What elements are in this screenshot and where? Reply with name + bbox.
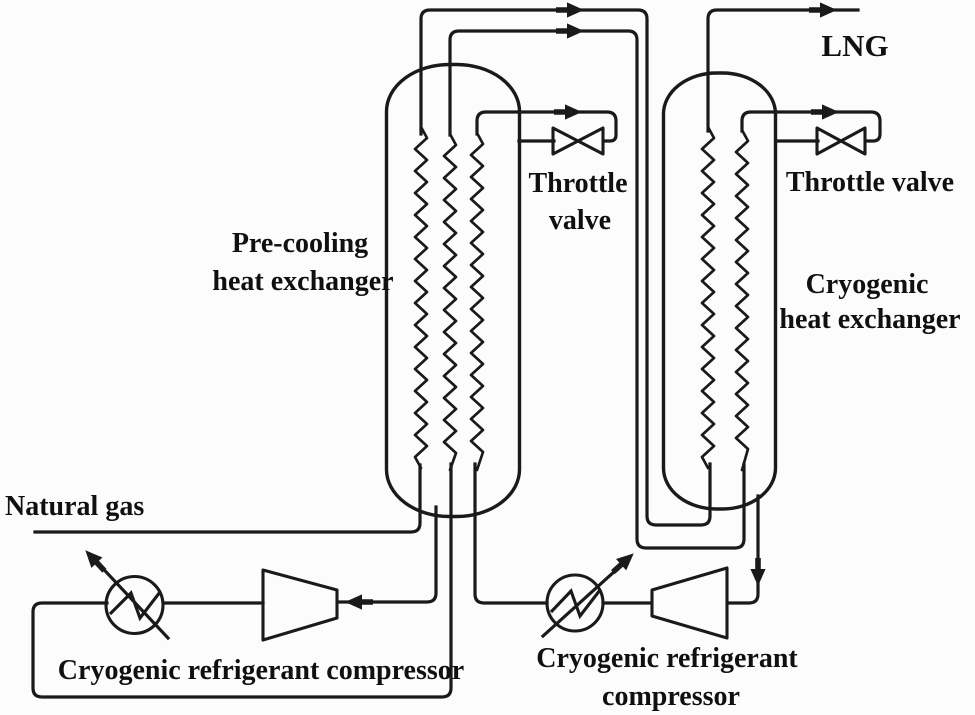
overhead-flow-arrow-icon [556, 2, 584, 18]
compressor-left [261, 568, 339, 642]
shell-to-compressor-left-line [338, 505, 438, 604]
shell-to-compressor-right-line [726, 494, 760, 605]
compressor-right-label-line2: compressor [602, 681, 740, 712]
coil-refrigerant-right [469, 131, 485, 472]
compressor-right [650, 566, 729, 640]
natural-gas-inlet-line [33, 463, 422, 534]
cooler-circle [545, 573, 605, 633]
cryogenic-heat-exchanger-vessel [661, 71, 778, 511]
throttle-valve-left [551, 126, 605, 156]
refrigerant-transfer-line [448, 29, 746, 550]
throttle-valve-right-label: Throttle valve [786, 167, 954, 198]
throttle-valve-right [815, 126, 867, 156]
coil-natural-gas [700, 125, 716, 470]
compressor-right-label-line1: Cryogenic refrigerant [536, 643, 798, 674]
throttle-valve-left-feed-line [475, 110, 618, 143]
cooler-left-loop-line [31, 462, 453, 699]
natural-gas-label: Natural gas [5, 491, 144, 522]
cryogenic-hx-label-line1: Cryogenic [806, 269, 929, 300]
precooling-hx-label-line1: Pre-cooling [232, 228, 368, 259]
cooler-zigzag [549, 588, 602, 620]
cooler-circle [104, 574, 165, 636]
refrigerant-cooler-left [79, 545, 171, 641]
lng-flow-arrow-icon [809, 2, 837, 18]
compressor-left-inlet-arrow-icon [345, 594, 373, 610]
vessel-shell [384, 62, 522, 519]
throttle-valve-left-label-line1: Throttle [528, 168, 627, 199]
coil-refrigerant [734, 128, 750, 472]
lng-outlet-line [706, 8, 860, 133]
natural-gas-overhead-line [419, 8, 712, 527]
refrigerant-cooler-right [540, 547, 639, 639]
compressor-right-inlet-arrow-icon [750, 558, 766, 586]
vessel-shell [661, 71, 778, 511]
coil-refrigerant-mid [442, 132, 458, 472]
throttle-valve-right-feed-line [740, 110, 882, 143]
precooling-heat-exchanger-vessel [384, 62, 522, 519]
compressor-left-label: Cryogenic refrigerant compressor [58, 655, 464, 686]
precooling-hx-label-line2: heat exchanger [212, 266, 393, 297]
valve-right-feed-arrow-icon [811, 104, 839, 120]
transfer-flow-arrow-icon [556, 23, 584, 39]
throttle-valve-left-label-line2: valve [549, 205, 611, 236]
cooler-diagonal [91, 556, 171, 641]
coil-natural-gas [413, 125, 429, 470]
cooler-right-to-coil-line [473, 462, 549, 605]
cooler-diagonal [540, 558, 629, 639]
cryogenic-hx-label-line2: heat exchanger [779, 304, 960, 335]
lng-label: LNG [821, 28, 888, 63]
valve-left-feed-arrow-icon [554, 104, 582, 120]
